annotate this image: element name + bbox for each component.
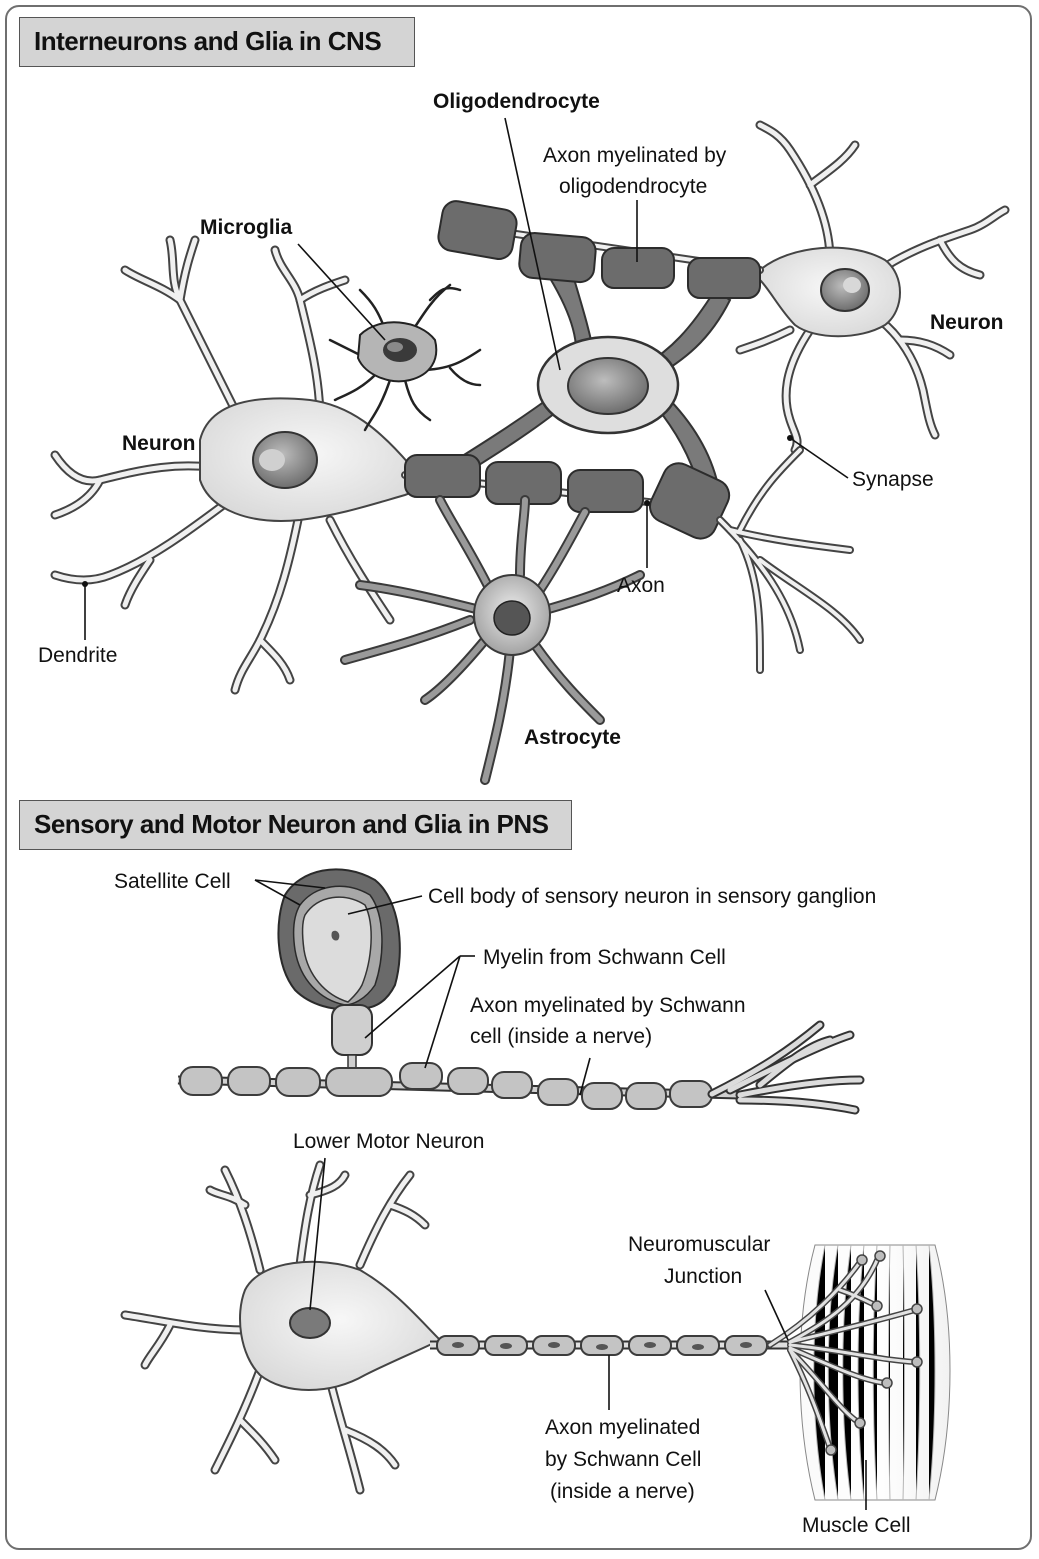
label-oligodendrocyte: Oligodendrocyte (433, 90, 600, 113)
astrocyte-cell (340, 495, 645, 785)
pointer-oligodendrocyte (504, 117, 561, 371)
motor-neuron-nucleus (289, 1307, 331, 1339)
synapse-terminals (716, 446, 864, 674)
pointer-satellite-cell-1 (254, 879, 326, 889)
left-neuron-dendrites (50, 235, 395, 695)
pointer-myelin-to-stem (364, 955, 461, 1039)
sensory-terminal-branches (707, 1020, 865, 1115)
label-satellite-cell: Satellite Cell (114, 870, 231, 893)
label-cell-body-sensory: Cell body of sensory neuron in sensory g… (428, 885, 876, 908)
label-axon-schwann2-2: by Schwann Cell (545, 1448, 701, 1471)
label-dendrite: Dendrite (38, 644, 117, 667)
pns-section-header: Sensory and Motor Neuron and Glia in PNS (19, 800, 572, 850)
sensory-neuron-body (277, 868, 401, 1011)
label-nmj-1: Neuromuscular (628, 1233, 770, 1256)
sensory-axon-myelin (179, 1062, 713, 1110)
pointer-myelin-to-segment (424, 955, 461, 1069)
neuromuscular-terminals (767, 1250, 923, 1456)
label-axon-schwann-1: Axon myelinated by Schwann (470, 994, 746, 1017)
pointer-microglia (297, 243, 386, 341)
muscle-cell (799, 1244, 951, 1501)
label-nmj-2: Junction (664, 1265, 742, 1288)
cns-upper-myelin (437, 200, 761, 299)
cns-lower-myelin (404, 454, 731, 540)
sensory-neuron-stem (331, 1004, 373, 1074)
motor-neuron-soma (239, 1260, 442, 1391)
pointer-satellite-cell-2 (254, 879, 301, 906)
label-microglia: Microglia (200, 216, 293, 239)
cns-section-header: Interneurons and Glia in CNS (19, 17, 415, 67)
label-axon-myelinated-oligo-1: Axon myelinated by (543, 144, 727, 167)
pointer-lower-motor-neuron (309, 1157, 326, 1311)
right-neuron-dendrites (735, 120, 1010, 455)
pointer-cell-body-sensory (347, 895, 423, 915)
oligodendrocyte-cell (536, 335, 680, 435)
motor-neuron-dendrites (120, 1160, 430, 1495)
label-axon-schwann-2: cell (inside a nerve) (470, 1025, 652, 1048)
label-axon-schwann2-3: (inside a nerve) (550, 1480, 695, 1503)
label-muscle-cell: Muscle Cell (802, 1514, 911, 1537)
pointer-synapse (789, 437, 849, 479)
left-neuron-nucleolus (259, 449, 285, 471)
label-neuron-left: Neuron (122, 432, 196, 455)
label-neuron-right: Neuron (930, 311, 1004, 334)
label-lower-motor-neuron: Lower Motor Neuron (293, 1130, 484, 1153)
motor-axon-myelin (436, 1335, 768, 1356)
label-axon: Axon (617, 574, 665, 597)
label-myelin-schwann: Myelin from Schwann Cell (483, 946, 726, 969)
label-astrocyte: Astrocyte (524, 726, 621, 749)
pointer-axon-schwann (579, 1057, 591, 1096)
label-axon-myelinated-oligo-2: oligodendrocyte (559, 175, 707, 198)
pointer-nmj (764, 1289, 789, 1341)
label-axon-schwann2-1: Axon myelinated (545, 1416, 700, 1439)
label-synapse: Synapse (852, 468, 934, 491)
microglia-cell (328, 283, 482, 432)
